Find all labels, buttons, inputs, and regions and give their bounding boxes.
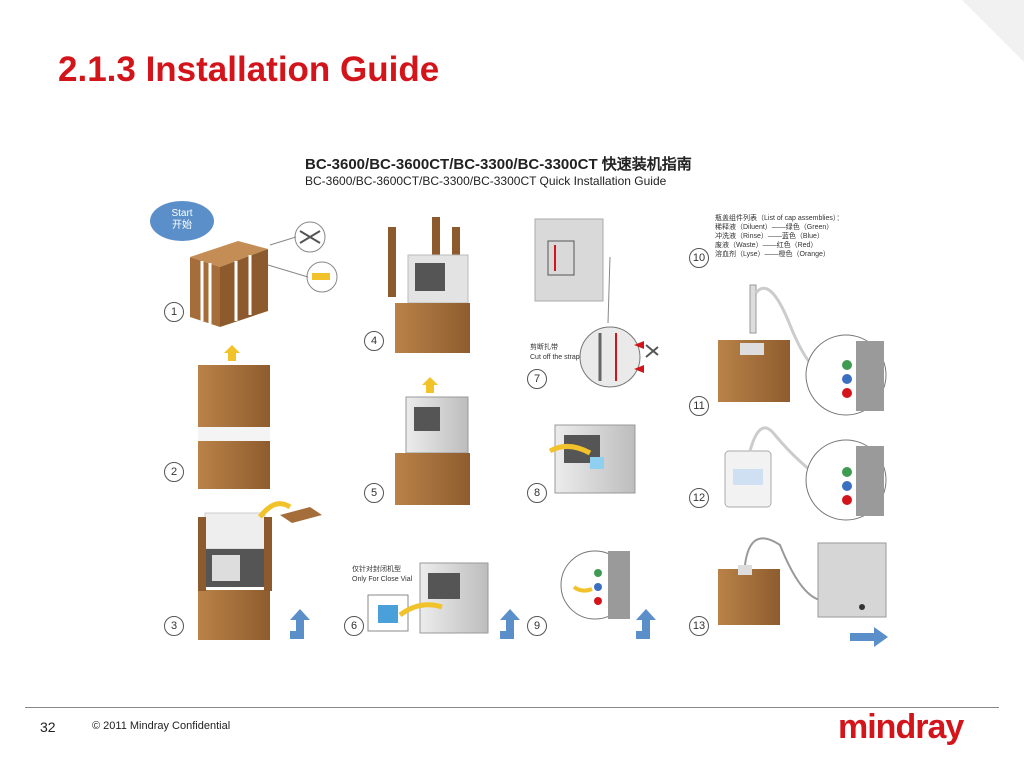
step-11-diluent-container — [718, 285, 886, 415]
step-9-connectors — [561, 551, 630, 619]
step-number-1: 1 — [164, 302, 184, 322]
step-2-lift-box — [198, 345, 270, 489]
close-vial-label-en: Only For Close Vial — [352, 575, 412, 584]
cap-list-row: 溶血剂（Lyse）——橙色（Orange） — [715, 250, 843, 259]
step-5-lift-analyzer — [395, 377, 470, 505]
mindray-logo: mindray — [838, 708, 963, 747]
step-number-3: 3 — [164, 616, 184, 636]
cap-list-title: 瓶盖组件列表（List of cap assemblies）： — [715, 214, 843, 223]
step-4-remove-top-boards — [388, 217, 470, 353]
close-vial-label-cn: 仅针对封闭机型 — [352, 565, 401, 574]
step-number-11: 11 — [689, 396, 709, 416]
step-number-8: 8 — [527, 483, 547, 503]
next-arrow-right — [850, 627, 888, 647]
step-number-9: 9 — [527, 616, 547, 636]
step-number-13: 13 — [689, 616, 709, 636]
step-number-10: 10 — [689, 248, 709, 268]
cut-strap-label-cn: 剪断扎带 — [530, 343, 558, 352]
tool-icon — [307, 262, 337, 292]
step-1-boxed-analyzer — [190, 241, 268, 327]
next-column-arrow-1 — [290, 609, 310, 639]
step-number-5: 5 — [364, 483, 384, 503]
cut-strap-label-en: Cut off the strap — [530, 353, 580, 362]
corner-decoration — [962, 0, 1024, 62]
step-number-6: 6 — [344, 616, 364, 636]
cap-list-row: 废液（Waste）——红色（Red） — [715, 241, 843, 250]
cap-list-row: 稀释液（Diluent）——绿色（Green） — [715, 223, 843, 232]
step-number-12: 12 — [689, 488, 709, 508]
scissors-icon — [295, 222, 325, 252]
step-8-open-door — [550, 425, 635, 493]
copyright-notice: © 2011 Mindray Confidential — [92, 720, 230, 732]
installation-guide-figure: BC-3600/BC-3600CT/BC-3300/BC-3300CT 快速装机… — [150, 145, 890, 655]
step-number-7: 7 — [527, 369, 547, 389]
next-column-arrow-2 — [500, 609, 520, 639]
cap-list-row: 冲洗液（Rinse）——蓝色（Blue） — [715, 232, 843, 241]
page-number: 32 — [40, 719, 56, 735]
page-title: 2.1.3 Installation Guide — [58, 50, 439, 90]
step-number-4: 4 — [364, 331, 384, 351]
next-column-arrow-3 — [636, 609, 656, 639]
step-13-final-connection — [718, 538, 886, 625]
step-12-rinse-container — [725, 428, 886, 520]
cap-assembly-list: 瓶盖组件列表（List of cap assemblies）： 稀释液（Dilu… — [715, 214, 843, 259]
step-number-2: 2 — [164, 462, 184, 482]
start-badge: Start 开始 — [150, 201, 214, 241]
